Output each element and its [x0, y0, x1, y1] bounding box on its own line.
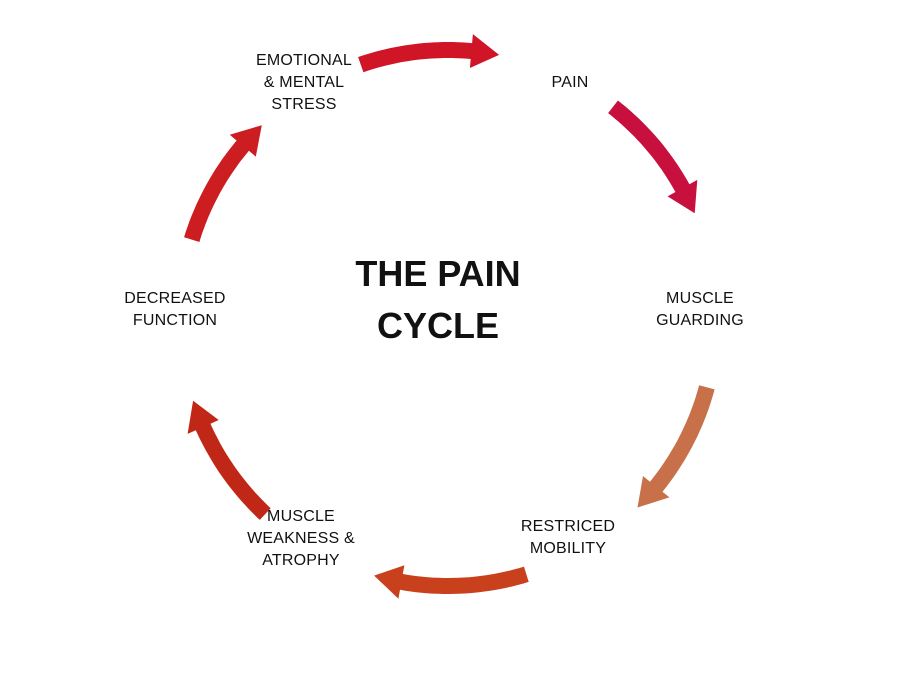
node-restricted-mobility: RESTRICED MOBILITY	[508, 516, 628, 560]
node-label-line: & MENTAL	[263, 74, 345, 91]
node-emotional-mental-stress: EMOTIONAL & MENTAL STRESS	[244, 50, 364, 116]
arrow-weakness-to-decreased	[187, 400, 271, 520]
node-label-line: STRESS	[271, 96, 337, 113]
arrow-pain-to-guarding	[608, 100, 698, 214]
node-label-line: MUSCLE	[267, 508, 335, 525]
arrow-restricted-to-weakness	[374, 565, 529, 599]
node-label-line: MOBILITY	[529, 540, 607, 557]
node-decreased-function: DECREASED FUNCTION	[110, 288, 240, 332]
node-label-line: ATROPHY	[262, 552, 340, 569]
node-pain: PAIN	[530, 72, 610, 94]
node-label-line: GUARDING	[656, 312, 744, 329]
node-label-line: MUSCLE	[666, 290, 734, 307]
arrow-guarding-to-restricted	[637, 385, 715, 508]
node-label-line: PAIN	[551, 74, 589, 91]
node-label-line: DECREASED	[124, 290, 226, 307]
node-label-line: FUNCTION	[132, 312, 218, 329]
diagram-title: THE PAIN CYCLE	[338, 248, 538, 352]
node-label-line: RESTRICED	[520, 518, 616, 535]
node-muscle-weakness-atrophy: MUSCLE WEAKNESS & ATROPHY	[236, 506, 366, 572]
node-muscle-guarding: MUSCLE GUARDING	[640, 288, 760, 332]
node-label-line: EMOTIONAL	[255, 52, 353, 69]
node-label-line: WEAKNESS &	[247, 530, 355, 547]
title-line-2: CYCLE	[376, 305, 499, 346]
title-line-1: THE PAIN	[355, 253, 521, 294]
arrow-decreased-to-emotional	[184, 125, 262, 242]
arrow-emotional-to-pain	[358, 34, 500, 73]
